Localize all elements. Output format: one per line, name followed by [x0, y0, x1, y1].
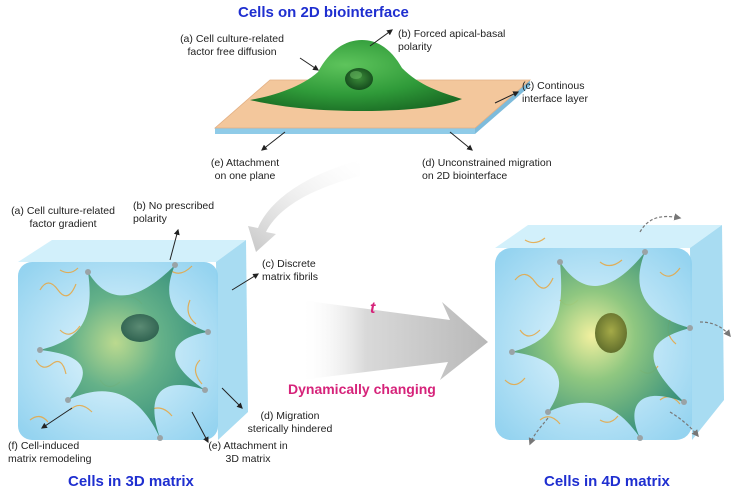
- cell-3d: [40, 265, 208, 438]
- pointer-2d-a: [299, 57, 319, 71]
- nucleus-4d: [595, 313, 627, 353]
- nucleus-3d: [121, 314, 159, 342]
- pointer-3d-e: [191, 411, 209, 444]
- label-3d-f: (f) Cell-induced matrix remodeling: [8, 440, 92, 465]
- label-2d-a: (a) Cell culture-related factor free dif…: [180, 33, 284, 58]
- cube-3d: [18, 228, 260, 444]
- label-3d-e: (e) Attachment in 3D matrix: [208, 440, 288, 465]
- dynamically-changing-label: Dynamically changing: [288, 381, 436, 397]
- label-2d-b: (b) Forced apical-basal polarity: [398, 28, 506, 53]
- cube-4d: [495, 213, 731, 446]
- title-2d-biointerface: Cells on 2D biointerface: [238, 4, 409, 21]
- cube-4d-side: [690, 225, 724, 440]
- pointer-2d-e: [261, 131, 286, 151]
- pointer-3d-f: [41, 407, 73, 429]
- label-3d-a: (a) Cell culture-related factor gradient: [11, 205, 115, 230]
- cube-3d-top: [18, 240, 246, 262]
- remodeling-arrows-4d: [528, 213, 731, 446]
- title-3d-matrix: Cells in 3D matrix: [68, 473, 194, 490]
- label-3d-c: (c) Discrete matrix fibrils: [262, 258, 319, 283]
- nucleus-2d: [345, 68, 373, 90]
- time-label: t: [370, 300, 376, 317]
- anchors-4d: [509, 249, 693, 441]
- pointer-2d-c: [494, 91, 520, 104]
- pointer-3d-b: [169, 228, 180, 261]
- substrate-edge: [215, 128, 475, 134]
- label-2d-c: (c) Continous interface layer: [522, 80, 588, 105]
- anchors-3d: [37, 262, 211, 441]
- pointer-2d-d: [449, 131, 473, 151]
- pointer-3d-d: [221, 387, 243, 409]
- panel-2d: [213, 29, 532, 151]
- pointer-3d-c: [231, 273, 260, 291]
- pointer-2d-b: [369, 29, 393, 47]
- title-4d-matrix: Cells in 4D matrix: [544, 473, 670, 490]
- transition-arrow-2d-3d: [248, 160, 360, 252]
- label-2d-d: (d) Unconstrained migration on 2D bioint…: [422, 157, 552, 182]
- label-3d-b: (b) No prescribed polarity: [133, 200, 215, 225]
- cube-4d-top: [495, 225, 722, 248]
- label-2d-e: (e) Attachment on one plane: [210, 157, 280, 182]
- nucleus-2d-highlight: [350, 71, 362, 79]
- time-arrow: [300, 300, 488, 380]
- label-3d-d: (d) Migration sterically hindered: [247, 410, 333, 435]
